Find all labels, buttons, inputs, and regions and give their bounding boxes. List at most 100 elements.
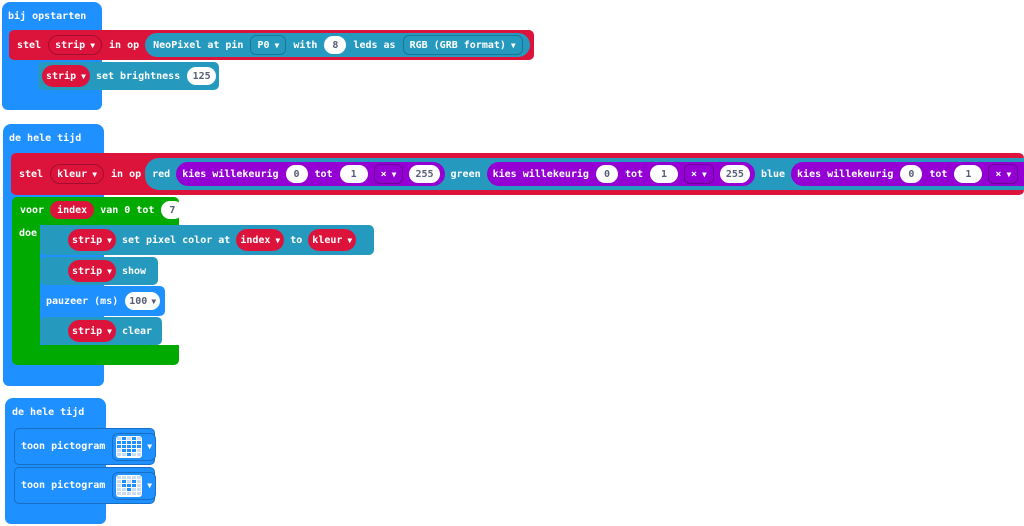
led-pixel bbox=[117, 453, 122, 456]
led-pixel bbox=[132, 449, 137, 452]
dropdown-value: 100 bbox=[129, 295, 148, 307]
led-pixel bbox=[137, 484, 142, 487]
led-pixel bbox=[137, 480, 142, 483]
pause-duration-dropdown[interactable]: 100▼ bbox=[125, 292, 161, 310]
tot-label: tot bbox=[624, 168, 644, 180]
multiplier-input[interactable]: 255 bbox=[719, 165, 750, 183]
set-kleur-block[interactable]: stel kleur▼ in op red kies willekeurig 0… bbox=[11, 153, 1024, 195]
led-pixel bbox=[117, 445, 122, 448]
blue-label: blue bbox=[760, 168, 786, 180]
led-pixel bbox=[117, 488, 122, 491]
led-pixel bbox=[117, 484, 122, 487]
led-pixel bbox=[127, 437, 132, 440]
in-op-label: in op bbox=[109, 39, 140, 51]
pause-block[interactable]: pauzeer (ms) 100▼ bbox=[40, 286, 165, 316]
led-pixel bbox=[117, 437, 122, 440]
index-reporter[interactable]: index▼ bbox=[236, 229, 285, 251]
icon-dropdown[interactable]: ▼ bbox=[112, 432, 157, 461]
set-pixel-color-block[interactable]: strip▼ set pixel color at index▼ to kleu… bbox=[40, 225, 374, 255]
strip-show-block[interactable]: strip▼ show bbox=[40, 257, 158, 285]
format-dropdown[interactable]: RGB (GRB format)▼ bbox=[402, 35, 523, 55]
small-heart-icon bbox=[116, 474, 143, 497]
led-pixel bbox=[127, 484, 132, 487]
show-label: show bbox=[121, 265, 147, 277]
random-from-input[interactable]: 0 bbox=[285, 165, 308, 183]
heart-icon bbox=[116, 435, 143, 458]
for-loop-body-rail: doe bbox=[12, 224, 40, 346]
led-pixel bbox=[117, 492, 122, 495]
strip-reporter[interactable]: strip▼ bbox=[42, 65, 90, 87]
led-pixel bbox=[122, 437, 127, 440]
random-red-block[interactable]: kies willekeurig 0 tot 1 ×▼ 255 bbox=[176, 162, 445, 186]
random-green-block[interactable]: kies willekeurig 0 tot 1 ×▼ 255 bbox=[486, 162, 755, 186]
multiplier-input[interactable]: 255 bbox=[409, 165, 440, 183]
rgb-block[interactable]: red kies willekeurig 0 tot 1 ×▼ 255 gree… bbox=[145, 158, 1024, 190]
forever-label: de hele tijd bbox=[12, 407, 85, 418]
set-brightness-label: set brightness bbox=[95, 70, 181, 82]
reporter-label: strip bbox=[72, 325, 103, 337]
led-pixel bbox=[127, 476, 132, 479]
pin-dropdown[interactable]: P0▼ bbox=[250, 35, 287, 55]
led-pixel bbox=[127, 453, 132, 456]
leds-as-label: leds as bbox=[353, 39, 396, 51]
chevron-down-icon: ▼ bbox=[92, 169, 98, 179]
random-label: kies willekeurig bbox=[797, 168, 894, 180]
set-strip-block[interactable]: stel strip▼ in op NeoPixel at pin P0▼ wi… bbox=[9, 30, 534, 60]
random-to-input[interactable]: 1 bbox=[954, 165, 983, 183]
for-loop-footer bbox=[12, 345, 179, 365]
reporter-label: strip bbox=[72, 234, 103, 246]
chevron-down-icon: ▼ bbox=[391, 169, 397, 179]
led-pixel bbox=[137, 441, 142, 444]
led-pixel bbox=[122, 449, 127, 452]
led-pixel bbox=[127, 445, 132, 448]
led-pixel bbox=[122, 492, 127, 495]
multiply-operator-dropdown[interactable]: ×▼ bbox=[684, 164, 714, 184]
random-from-input[interactable]: 0 bbox=[595, 165, 618, 183]
on-start-label: bij opstarten bbox=[8, 11, 87, 22]
multiply-operator-dropdown[interactable]: ×▼ bbox=[373, 164, 404, 184]
leds-count-input[interactable]: 8 bbox=[324, 36, 347, 54]
show-icon-block[interactable]: toon pictogram ▼ bbox=[14, 428, 157, 465]
led-pixel bbox=[122, 441, 127, 444]
set-brightness-block[interactable]: strip▼ set brightness 125 bbox=[38, 62, 219, 90]
multiply-operator-dropdown[interactable]: ×▼ bbox=[988, 164, 1019, 184]
strip-reporter[interactable]: strip▼ bbox=[68, 260, 116, 282]
in-op-label: in op bbox=[111, 168, 142, 180]
chevron-down-icon: ▼ bbox=[147, 481, 153, 490]
strip-reporter[interactable]: strip▼ bbox=[68, 229, 116, 251]
strip-reporter[interactable]: strip▼ bbox=[68, 320, 116, 342]
led-pixel bbox=[122, 445, 127, 448]
from-to-label: van 0 tot bbox=[100, 204, 155, 216]
reporter-label: strip bbox=[46, 70, 77, 82]
strip-clear-block[interactable]: strip▼ clear bbox=[40, 317, 162, 345]
show-icon-block[interactable]: toon pictogram ▼ bbox=[14, 467, 157, 504]
random-blue-block[interactable]: kies willekeurig 0 tot 1 ×▼ 255 bbox=[791, 162, 1024, 186]
set-pixel-label: set pixel color at bbox=[121, 234, 231, 246]
strip-variable-dropdown[interactable]: strip▼ bbox=[48, 35, 103, 55]
set-keyword: stel bbox=[17, 39, 42, 51]
led-pixel bbox=[117, 449, 122, 452]
random-from-input[interactable]: 0 bbox=[900, 165, 923, 183]
brightness-input[interactable]: 125 bbox=[187, 67, 216, 85]
for-loop-block[interactable]: voor index van 0 tot 7 bbox=[12, 197, 184, 225]
index-variable[interactable]: index bbox=[50, 201, 95, 219]
chevron-down-icon: ▼ bbox=[151, 296, 157, 306]
led-pixel bbox=[122, 476, 127, 479]
dropdown-value: strip bbox=[55, 39, 86, 51]
random-to-input[interactable]: 1 bbox=[339, 165, 368, 183]
chevron-down-icon: ▼ bbox=[147, 442, 153, 451]
led-pixel bbox=[117, 476, 122, 479]
kleur-variable-dropdown[interactable]: kleur▼ bbox=[50, 164, 105, 184]
chevron-down-icon: ▼ bbox=[275, 235, 281, 245]
led-pixel bbox=[132, 476, 137, 479]
led-pixel bbox=[122, 480, 127, 483]
dropdown-value: × bbox=[995, 168, 1002, 180]
icon-dropdown[interactable]: ▼ bbox=[112, 471, 157, 500]
random-to-input[interactable]: 1 bbox=[650, 165, 679, 183]
kleur-reporter[interactable]: kleur▼ bbox=[308, 229, 357, 251]
neopixel-pin-label: NeoPixel at pin bbox=[153, 39, 244, 51]
led-pixel bbox=[137, 437, 142, 440]
chevron-down-icon: ▼ bbox=[510, 40, 516, 50]
loop-end-input[interactable]: 7 bbox=[161, 201, 184, 219]
neopixel-create-block[interactable]: NeoPixel at pin P0▼ with 8 leds as RGB (… bbox=[145, 33, 530, 57]
